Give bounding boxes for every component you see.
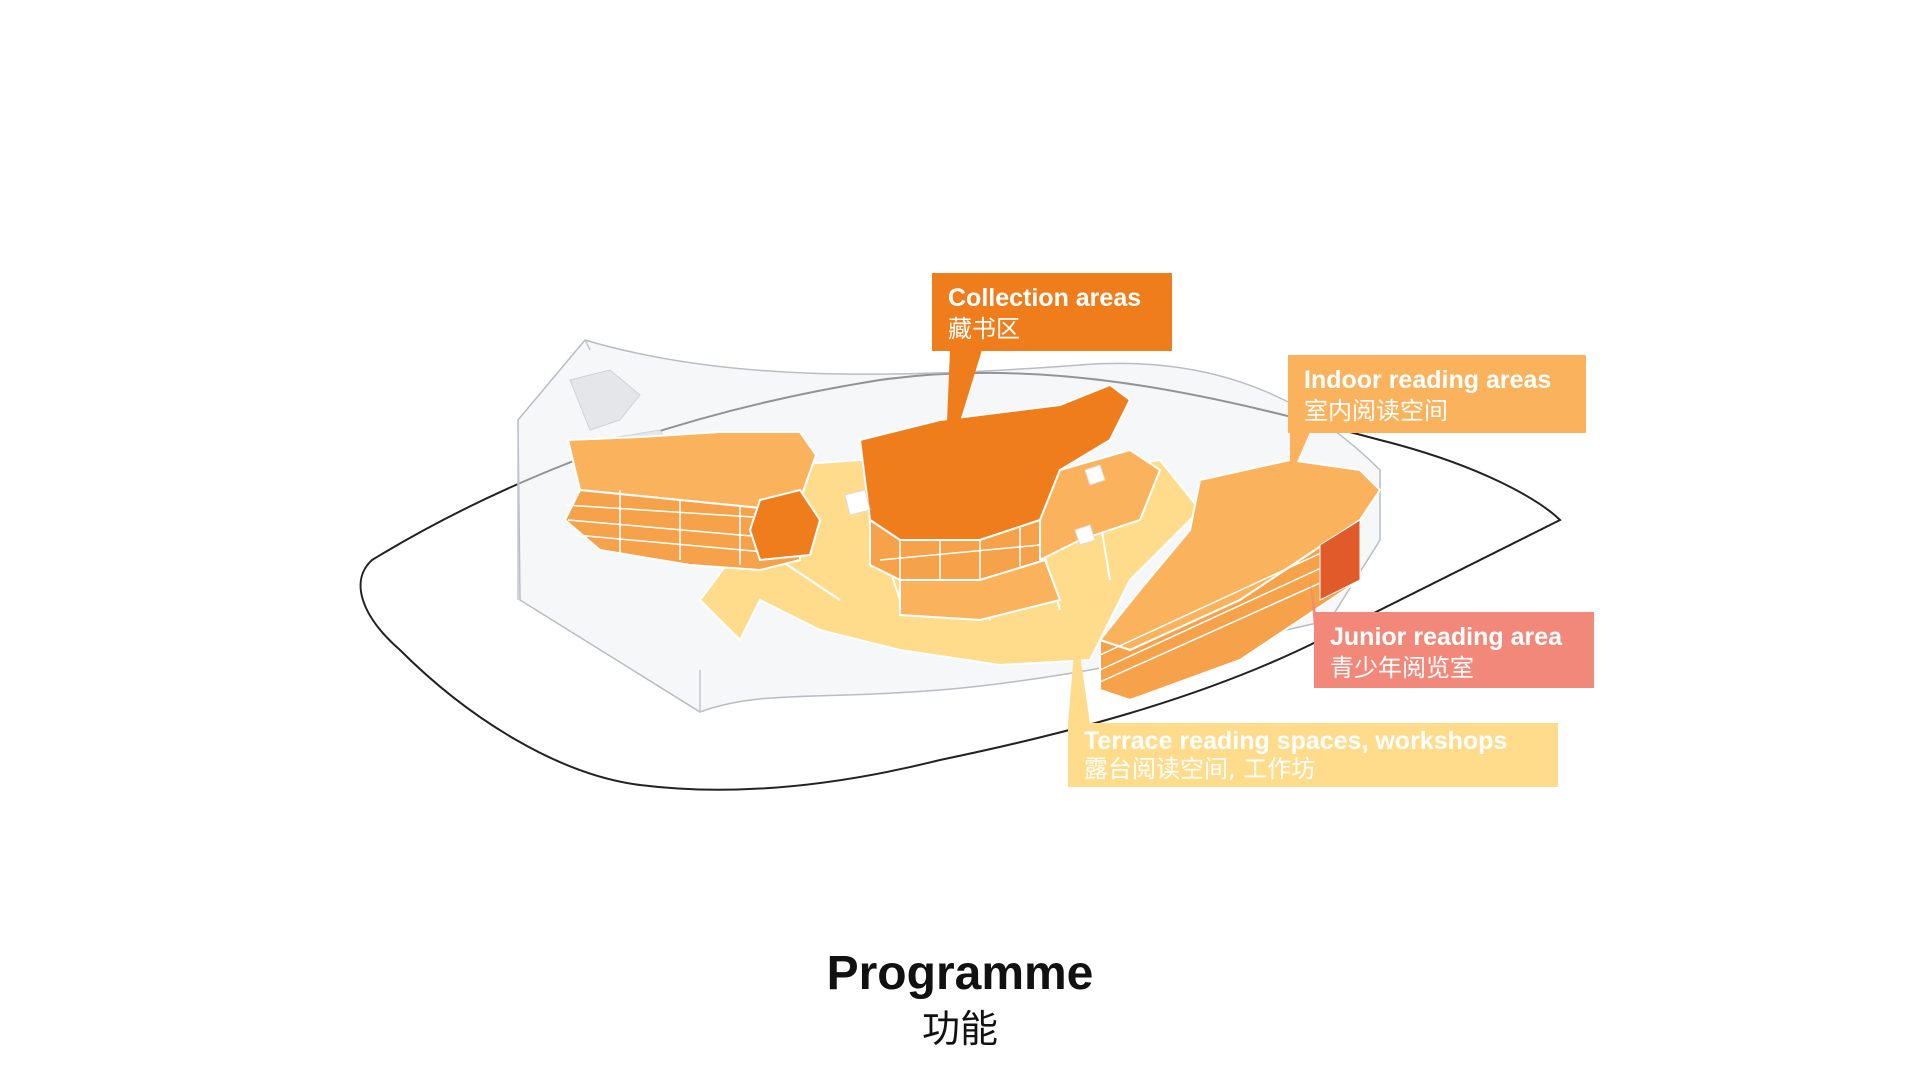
indoor-reading-left-lines — [564, 490, 801, 565]
collection-small-block — [748, 488, 822, 562]
indoor-reading-areas-label-en: Indoor reading areas — [1304, 366, 1552, 394]
diagram-caption: Programme 功能 — [0, 946, 1920, 1052]
collection-areas-label: Collection areas 藏书区 — [932, 273, 1172, 351]
junior-reading-area-label: Junior reading area 青少年阅览室 — [1314, 612, 1594, 688]
collection-areas-label-en: Collection areas — [948, 284, 1142, 312]
indoor-reading-areas-label: Indoor reading areas 室内阅读空间 — [1288, 355, 1586, 433]
caption-subtitle: 功能 — [921, 1007, 998, 1051]
indoor-reading-areas-label-cn: 室内阅读空间 — [1304, 397, 1448, 425]
terrace-reading-spaces-label-en: Terrace reading spaces, workshops — [1084, 727, 1508, 755]
caption-title: Programme — [826, 947, 1094, 1000]
stairs-detail — [844, 464, 1106, 546]
building-envelope-edge — [517, 339, 1381, 712]
terrace-reading-spaces-label: Terrace reading spaces, workshops 露台阅读空间… — [1068, 723, 1558, 787]
junior-reading-strip — [1319, 519, 1361, 601]
indoor-pointer — [1290, 432, 1310, 478]
junior-reading-area-label-en: Junior reading area — [1330, 623, 1563, 651]
lower-steps — [899, 558, 1062, 622]
collection-areas-label-cn: 藏书区 — [948, 315, 1020, 343]
indoor-reading-right-stripes — [1099, 534, 1361, 683]
collection-pointer — [945, 350, 982, 470]
middle-steps — [1039, 448, 1162, 562]
terrace-reading-spaces-label-cn: 露台阅读空间, 工作坊 — [1084, 755, 1316, 783]
terrace-pointer — [1068, 640, 1090, 724]
collection-block-stripes — [879, 528, 1041, 580]
junior-reading-area-label-cn: 青少年阅览室 — [1330, 654, 1474, 682]
